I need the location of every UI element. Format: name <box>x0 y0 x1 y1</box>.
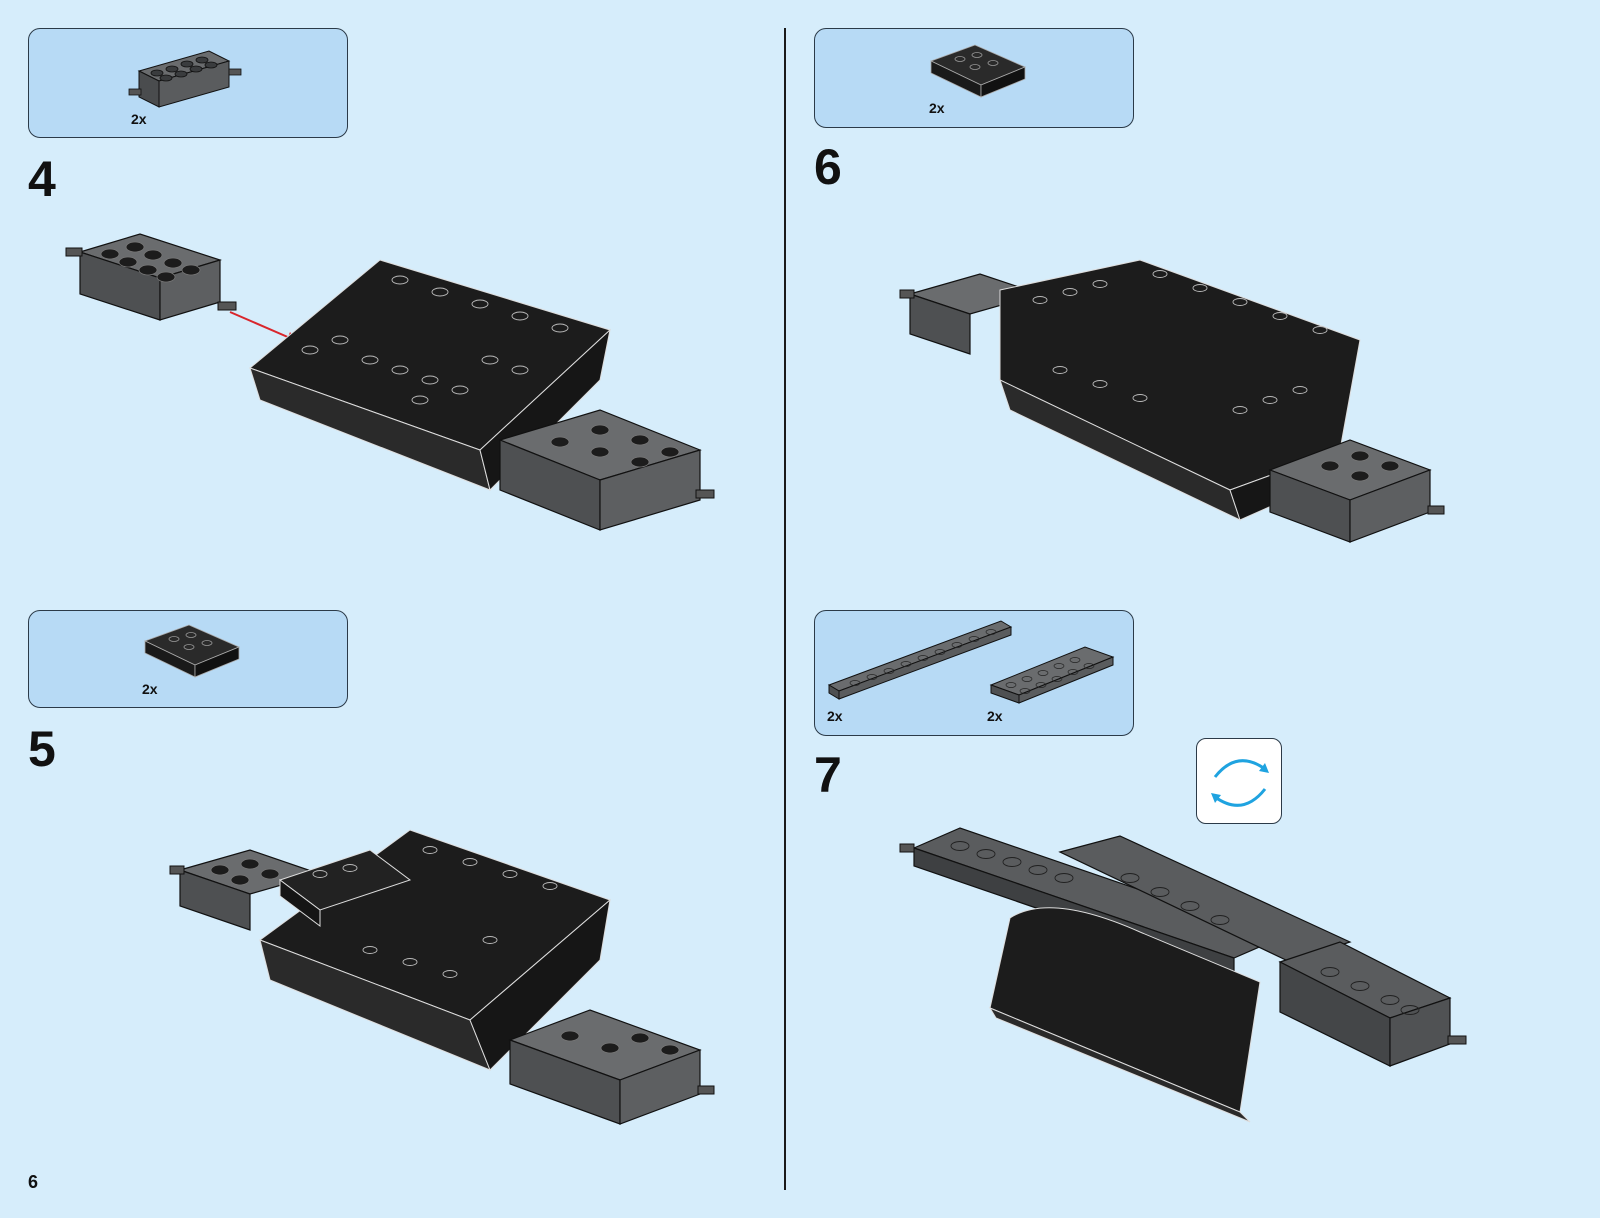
rotate-model-box <box>1196 738 1282 824</box>
step-5-number: 5 <box>28 724 56 774</box>
step-4-number: 4 <box>28 154 56 204</box>
page-divider <box>784 28 786 1190</box>
step-5-parts-callout: 2x <box>28 610 348 708</box>
step-6-number: 6 <box>814 142 842 192</box>
step-7-number: 7 <box>814 750 842 800</box>
step-4-part-qty: 2x <box>131 111 147 127</box>
page-number: 6 <box>28 1172 38 1193</box>
brick-with-axles-part-icon <box>29 29 349 139</box>
step-7-part-2-qty: 2x <box>987 708 1003 724</box>
step-4-assembly-illustration <box>40 220 760 560</box>
step-7-parts-callout: 2x 2x <box>814 610 1134 736</box>
step-6-part-qty: 2x <box>929 100 945 116</box>
plates-part-icons <box>815 611 1135 737</box>
step-7-assembly-illustration <box>900 822 1480 1132</box>
wedge-plate-part-icon <box>29 611 349 709</box>
wedge-plate-part-icon-step6 <box>815 29 1135 129</box>
step-5-part-qty: 2x <box>142 681 158 697</box>
step-4-parts-callout: 2x <box>28 28 348 138</box>
step-6-parts-callout: 2x <box>814 28 1134 128</box>
step-7-part-1-qty: 2x <box>827 708 843 724</box>
rotate-model-icon <box>1197 739 1283 825</box>
step-5-assembly-illustration <box>170 830 770 1130</box>
step-6-assembly-illustration <box>900 250 1460 550</box>
